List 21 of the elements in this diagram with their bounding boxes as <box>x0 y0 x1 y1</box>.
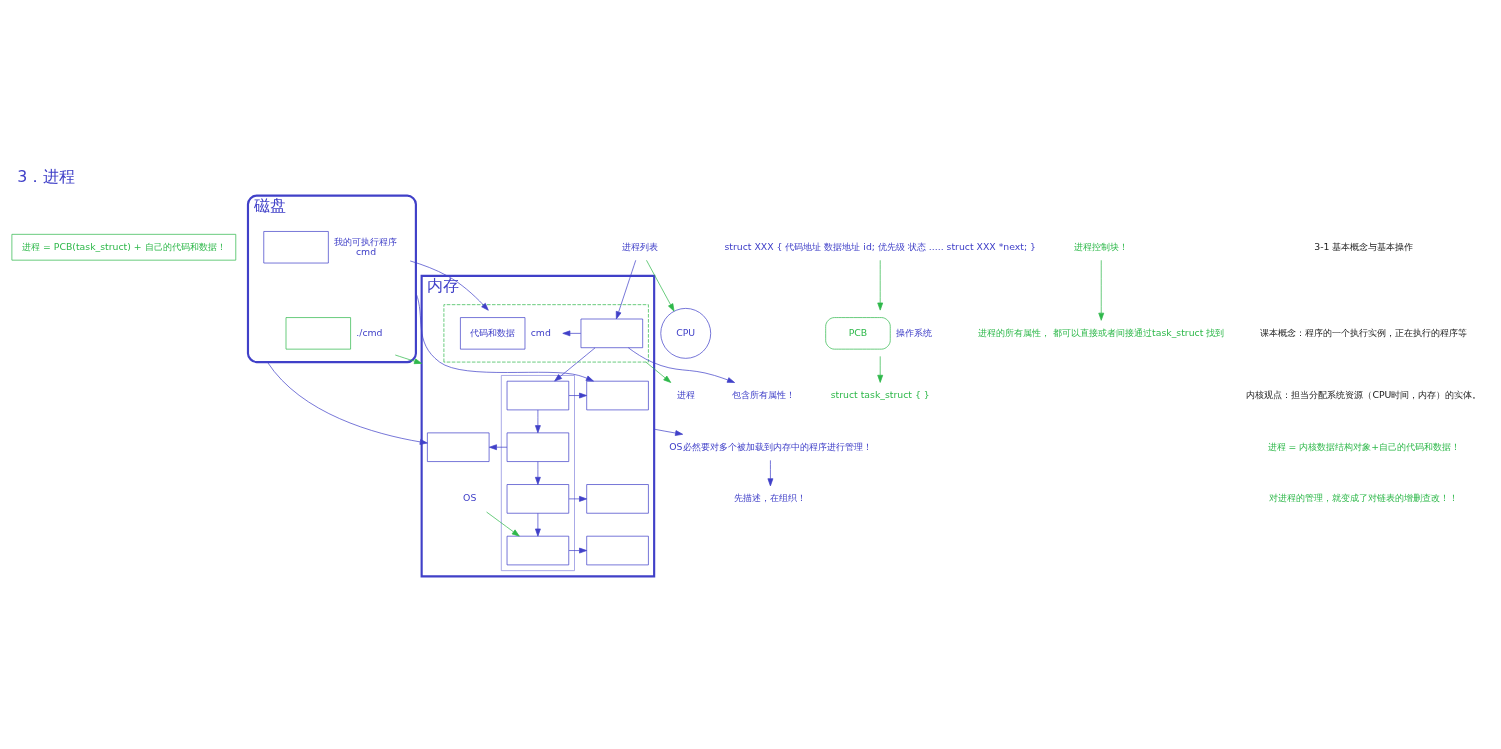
label: 内核观点：担当分配系统资源（CPU时间，内存）的实体。 <box>1246 388 1482 400</box>
label: 进程 = 内核数据结构对象+自己的代码和数据！ <box>1267 440 1461 452</box>
node-label: cmd <box>355 245 377 257</box>
node-label: 我的可执行程序 <box>334 235 398 247</box>
node-text: 先描述，在组织！ <box>734 492 807 504</box>
node-text: 进程列表 <box>621 240 658 252</box>
node-text: struct task_struct { } <box>830 388 930 400</box>
node-text: 进程控制块！ <box>1074 240 1129 252</box>
label: 对进程的管理，就变成了对链表的增删查改！！ <box>1269 492 1459 504</box>
node-text: 进程 <box>676 388 695 400</box>
node-text: OS必然要对多个被加载到内存中的程序进行管理！ <box>669 440 872 452</box>
node-text: 进程的所有属性， 都可以直接或者间接通过task_struct 找到 <box>978 326 1225 338</box>
node-text: OS <box>463 492 477 504</box>
node-label: cmd <box>530 326 551 338</box>
label: 3-1 基本概念与基本操作 <box>1314 240 1414 252</box>
diagram-title: 3．进程 <box>17 167 76 187</box>
node-label: ./cmd <box>356 326 383 338</box>
node-text: 包含所有属性！ <box>731 388 795 400</box>
node-label: 操作系统 <box>896 326 932 338</box>
label: 课本概念：程序的一个执行实例，正在执行的程序等 <box>1260 326 1468 338</box>
node-text: struct XXX { 代码地址 数据地址 id; 优先级 状态 ..... struct XXX *next; } <box>724 240 1036 252</box>
